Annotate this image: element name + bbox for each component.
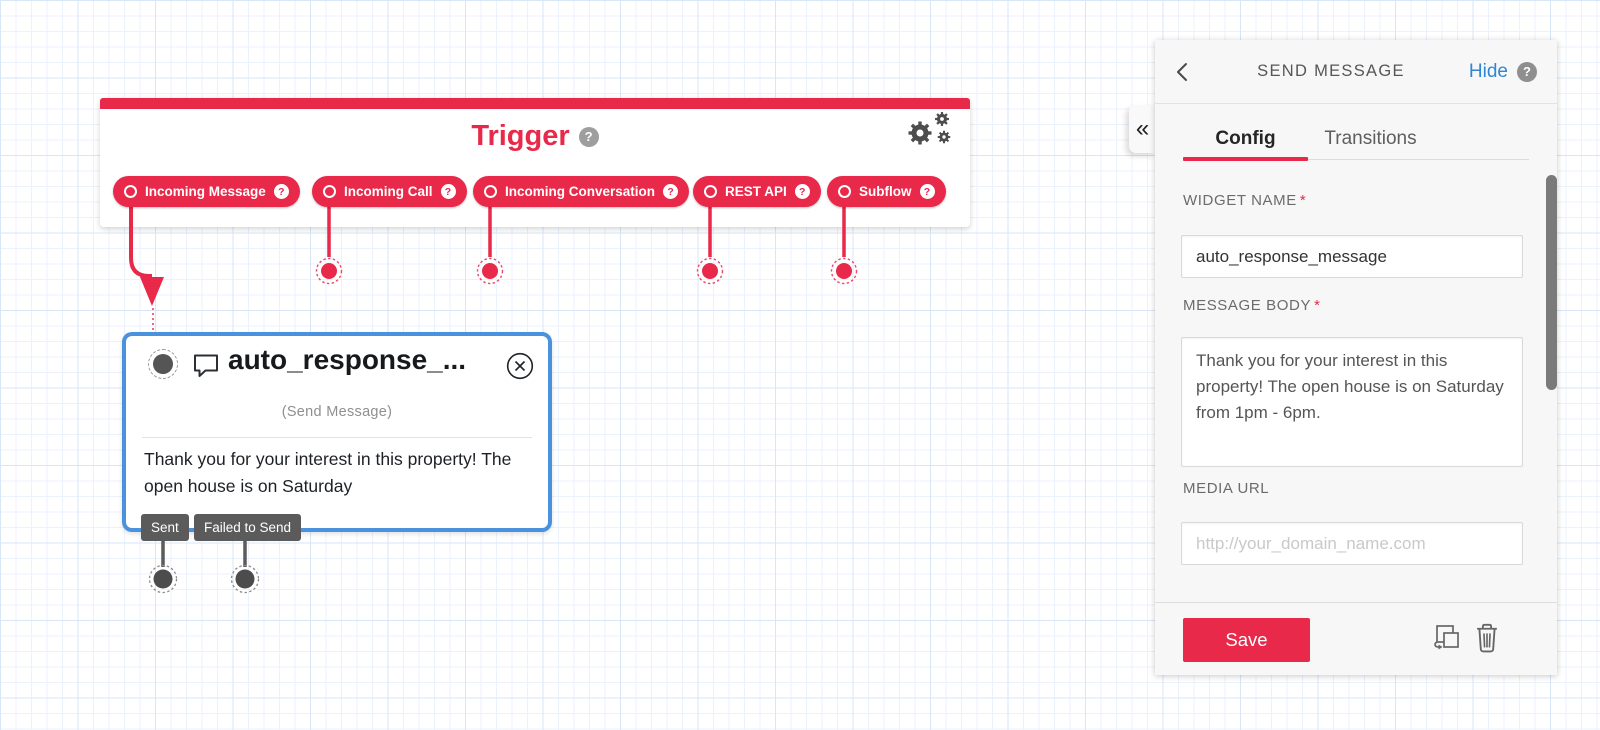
connector-dot-incoming-call[interactable] — [315, 257, 343, 285]
help-icon[interactable]: ? — [663, 184, 679, 199]
back-button[interactable] — [1175, 61, 1197, 83]
connection-circle-icon — [484, 185, 497, 198]
widget-title: auto_response_... — [228, 344, 467, 375]
trigger-pill-incoming-conversation[interactable]: Incoming Conversation ? — [473, 176, 690, 207]
trigger-pill-rest-api[interactable]: REST API ? — [693, 176, 821, 207]
pill-label: REST API — [725, 184, 787, 199]
widget-message-preview: Thank you for your interest in this prop… — [144, 449, 512, 496]
pill-label: Incoming Call — [344, 184, 433, 199]
transition-tag-sent[interactable]: Sent — [141, 514, 189, 541]
message-body-textarea[interactable]: Thank you for your interest in this prop… — [1181, 337, 1523, 467]
trigger-pill-subflow[interactable]: Subflow ? — [827, 176, 946, 207]
connection-circle-icon — [838, 185, 851, 198]
trash-icon — [1477, 623, 1497, 653]
divider — [142, 437, 532, 438]
panel-header: SEND MESSAGE Hide ? — [1155, 40, 1557, 104]
divider — [1155, 602, 1557, 603]
tab-config[interactable]: Config — [1183, 122, 1308, 161]
connector-dot-rest-api[interactable] — [696, 257, 724, 285]
widget-name-input[interactable] — [1181, 235, 1523, 278]
media-url-input[interactable] — [1181, 522, 1523, 565]
copy-icon — [1434, 625, 1459, 650]
flow-connector-arrow-icon — [140, 277, 164, 306]
help-icon[interactable]: ? — [273, 184, 289, 199]
widget-config-panel: SEND MESSAGE Hide ? Config Transitions W… — [1155, 40, 1557, 675]
delete-widget-button[interactable] — [1473, 621, 1501, 657]
trigger-title: Trigger — [471, 120, 570, 152]
chat-bubble-icon — [194, 354, 218, 377]
pill-label: Incoming Message — [145, 184, 266, 199]
pill-label: Subflow — [859, 184, 912, 199]
required-marker: * — [1314, 297, 1321, 314]
save-button[interactable]: Save — [1183, 618, 1310, 662]
help-icon[interactable]: ? — [440, 184, 456, 199]
close-icon[interactable] — [506, 352, 534, 380]
widget-type-label: (Send Message) — [281, 404, 393, 420]
help-icon[interactable]: ? — [1517, 61, 1537, 82]
connector-dot-failed-to-send[interactable] — [230, 564, 260, 594]
trigger-widget[interactable]: Trigger ? — [100, 98, 970, 227]
send-message-widget[interactable]: auto_response_... (Send Message) Thank y… — [122, 332, 552, 532]
help-icon[interactable]: ? — [578, 126, 599, 147]
input-port-ring — [148, 349, 178, 379]
back-chevron-icon — [1177, 62, 1187, 81]
collapse-chevrons-icon: « — [1135, 115, 1150, 142]
connection-circle-icon — [323, 185, 336, 198]
pill-label: Incoming Conversation — [505, 184, 656, 199]
settings-gears-icon[interactable] — [904, 110, 956, 152]
help-icon[interactable]: ? — [794, 184, 810, 199]
help-icon[interactable]: ? — [919, 184, 935, 199]
panel-title: SEND MESSAGE — [1257, 62, 1405, 80]
required-marker: * — [1299, 192, 1307, 209]
connector-dot-sent[interactable] — [148, 564, 178, 594]
panel-tabs: Config Transitions — [1183, 122, 1529, 161]
collapse-panel-button[interactable]: « — [1129, 105, 1156, 153]
hide-panel-link[interactable]: Hide — [1468, 60, 1508, 82]
widget-name-label: WIDGET NAME* — [1183, 192, 1307, 209]
tab-transitions[interactable]: Transitions — [1324, 128, 1417, 149]
connector-dot-subflow[interactable] — [830, 257, 858, 285]
scrollbar-thumb[interactable] — [1546, 175, 1557, 390]
input-port-dot[interactable] — [153, 354, 173, 374]
trigger-pill-incoming-message[interactable]: Incoming Message ? — [113, 176, 300, 207]
connection-circle-icon — [124, 185, 137, 198]
trigger-accent-bar — [100, 98, 970, 109]
transition-tag-failed-to-send[interactable]: Failed to Send — [194, 514, 302, 541]
media-url-label: MEDIA URL — [1183, 480, 1270, 497]
connector-dot-incoming-conversation[interactable] — [476, 257, 504, 285]
trigger-pill-incoming-call[interactable]: Incoming Call ? — [312, 176, 467, 207]
message-body-label: MESSAGE BODY* — [1183, 297, 1321, 314]
duplicate-widget-button[interactable] — [1429, 621, 1462, 657]
connection-circle-icon — [704, 185, 717, 198]
